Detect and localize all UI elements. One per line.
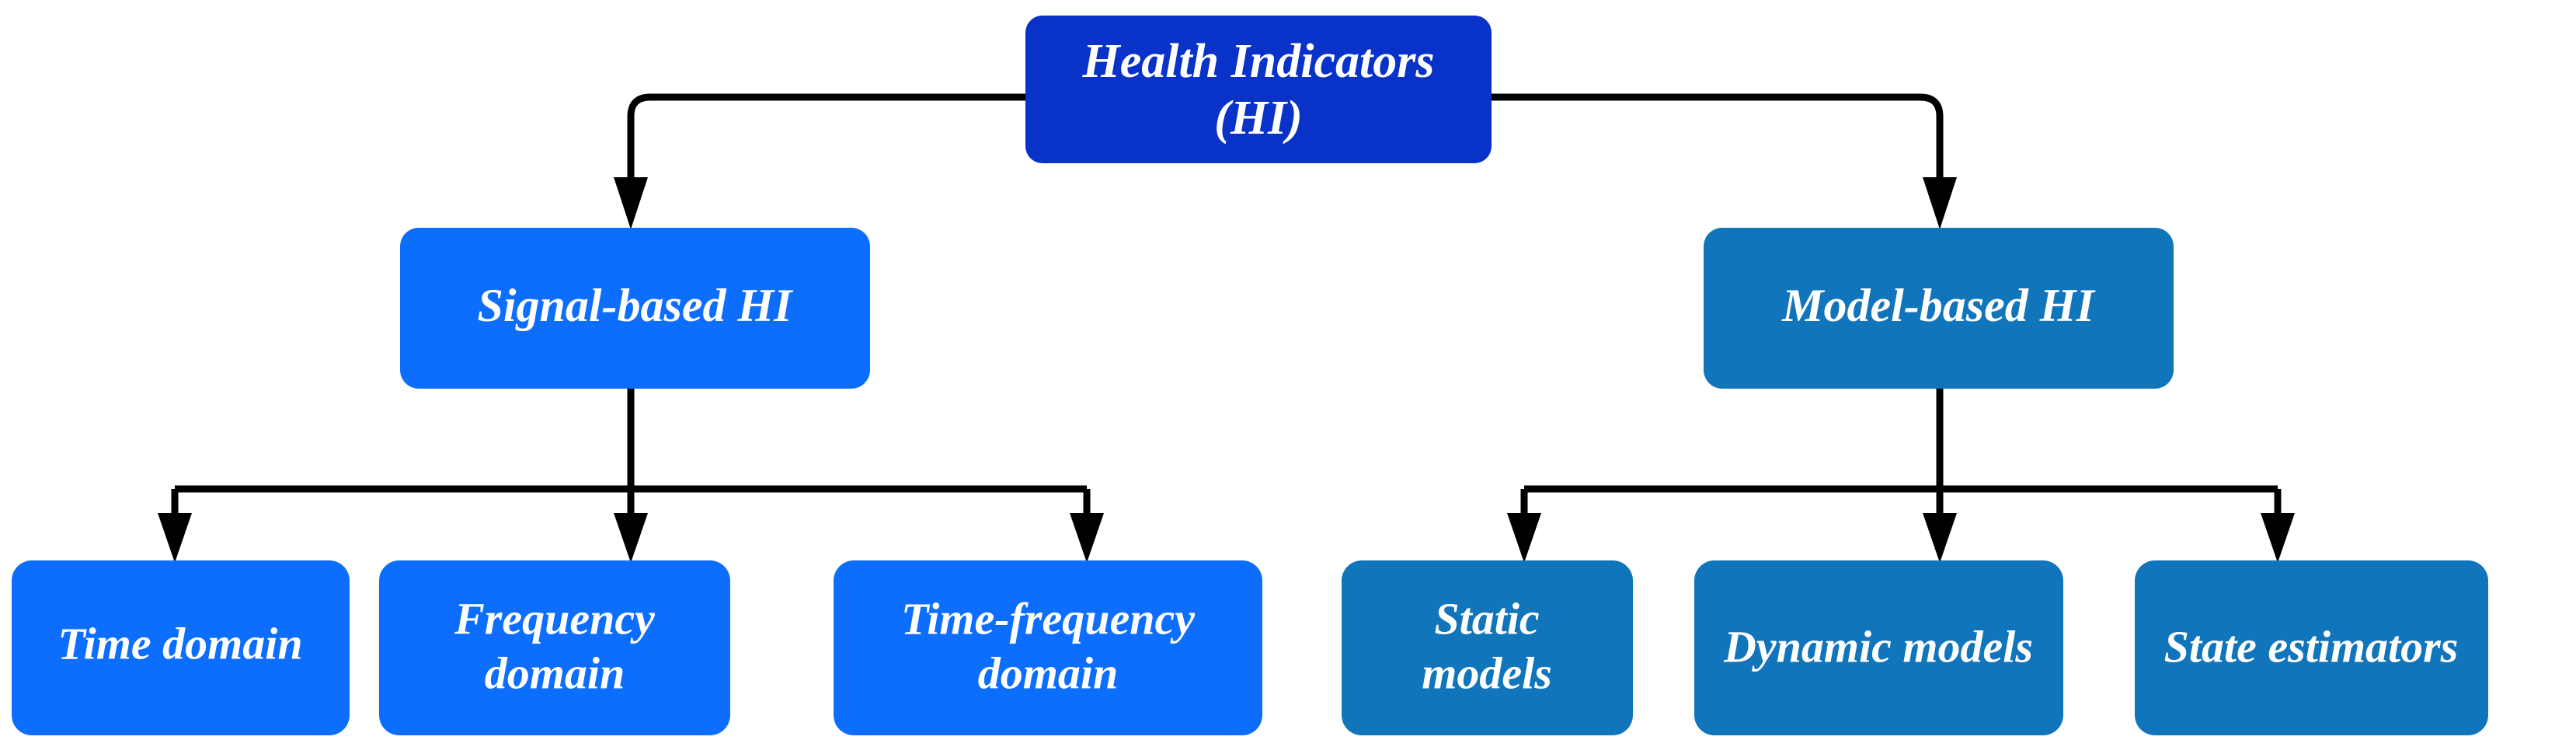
- node-model-based-hi-label: Model-based HI: [1781, 280, 2096, 331]
- arrow-model-to-dynamic-models-icon: [1923, 513, 1957, 563]
- arrow-model-to-state-estimators-icon: [2261, 513, 2295, 563]
- edges-model-to-leaves: [1507, 389, 2295, 563]
- node-static-models-label-line2: models: [1422, 648, 1552, 698]
- node-signal-based-hi-label: Signal-based HI: [477, 280, 794, 331]
- arrow-signal-to-time-frequency-domain-icon: [1070, 513, 1104, 563]
- edge-root-to-signal: [627, 93, 1025, 180]
- node-time-domain-label: Time domain: [57, 618, 302, 668]
- node-frequency-domain-label-line2: domain: [485, 648, 625, 698]
- node-signal-based-hi[interactable]: Signal-based HI: [400, 228, 870, 389]
- node-health-indicators-label-line1: Health Indicators: [1081, 35, 1434, 88]
- edge-root-to-model: [1492, 93, 1944, 180]
- node-time-domain[interactable]: Time domain: [12, 560, 350, 735]
- node-static-models[interactable]: Static models: [1342, 560, 1633, 735]
- arrow-root-to-signal-icon: [614, 177, 648, 229]
- node-frequency-domain[interactable]: Frequency domain: [379, 560, 730, 735]
- arrow-model-to-static-models-icon: [1507, 513, 1541, 563]
- node-health-indicators[interactable]: Health Indicators (HI): [1025, 16, 1492, 163]
- node-model-based-hi[interactable]: Model-based HI: [1704, 228, 2174, 389]
- node-state-estimators[interactable]: State estimators: [2135, 560, 2488, 735]
- node-dynamic-models[interactable]: Dynamic models: [1694, 560, 2063, 735]
- node-static-models-label-line1: Static: [1434, 593, 1539, 644]
- node-static-models-box[interactable]: [1342, 560, 1633, 735]
- node-state-estimators-label: State estimators: [2164, 621, 2459, 672]
- arrow-root-to-model-icon: [1923, 177, 1957, 229]
- node-dynamic-models-label: Dynamic models: [1723, 621, 2033, 672]
- node-time-frequency-domain-box[interactable]: [834, 560, 1262, 735]
- node-frequency-domain-box[interactable]: [379, 560, 730, 735]
- node-health-indicators-box[interactable]: [1025, 16, 1492, 163]
- node-time-domain-box[interactable]: [12, 560, 350, 735]
- node-health-indicators-label-line2: (HI): [1214, 92, 1303, 145]
- node-dynamic-models-box[interactable]: [1694, 560, 2063, 735]
- node-time-frequency-domain-label-line1: Time-frequency: [901, 593, 1195, 644]
- arrow-signal-to-time-domain-icon: [158, 513, 192, 563]
- node-time-frequency-domain-label-line2: domain: [978, 648, 1119, 698]
- node-signal-based-hi-box[interactable]: [400, 228, 870, 389]
- edges-signal-to-leaves: [158, 389, 1104, 563]
- node-time-frequency-domain[interactable]: Time-frequency domain: [834, 560, 1262, 735]
- node-model-based-hi-box[interactable]: [1704, 228, 2174, 389]
- edges-root-to-level2: [614, 93, 1957, 229]
- arrow-signal-to-frequency-domain-icon: [614, 513, 648, 563]
- node-frequency-domain-label-line1: Frequency: [454, 593, 655, 644]
- node-state-estimators-box[interactable]: [2135, 560, 2488, 735]
